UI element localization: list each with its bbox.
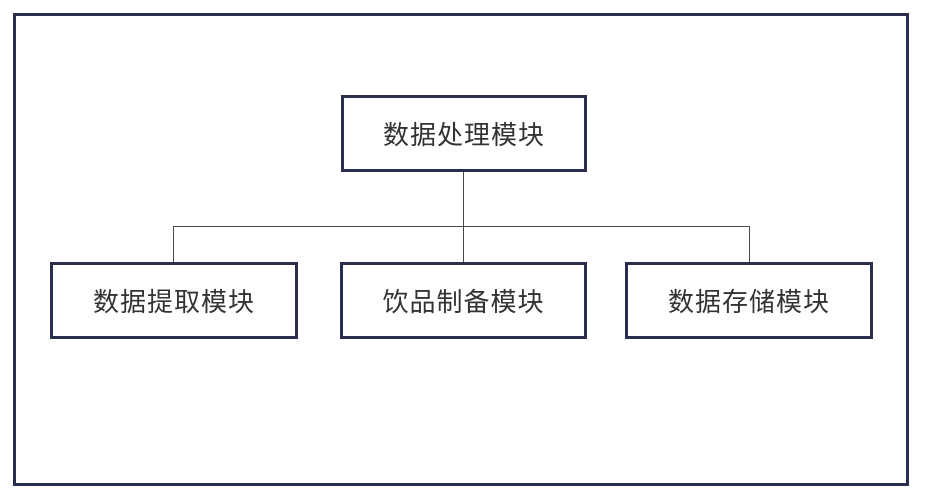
connector-stem-vertical bbox=[463, 172, 464, 262]
connector-drop-left bbox=[173, 226, 174, 262]
node-beverage-preparation-label: 饮品制备模块 bbox=[382, 287, 545, 317]
node-data-extraction-module: 数据提取模块 bbox=[50, 262, 298, 339]
node-data-processing-label: 数据处理模块 bbox=[382, 120, 545, 150]
diagram-outer-border bbox=[13, 13, 909, 486]
connector-drop-right bbox=[749, 226, 750, 262]
node-data-processing-module: 数据处理模块 bbox=[341, 95, 587, 172]
node-beverage-preparation-module: 饮品制备模块 bbox=[340, 262, 587, 339]
node-data-storage-label: 数据存储模块 bbox=[667, 287, 830, 317]
node-data-storage-module: 数据存储模块 bbox=[625, 262, 873, 339]
connector-horizontal-bar bbox=[173, 226, 750, 227]
node-data-extraction-label: 数据提取模块 bbox=[92, 287, 255, 317]
